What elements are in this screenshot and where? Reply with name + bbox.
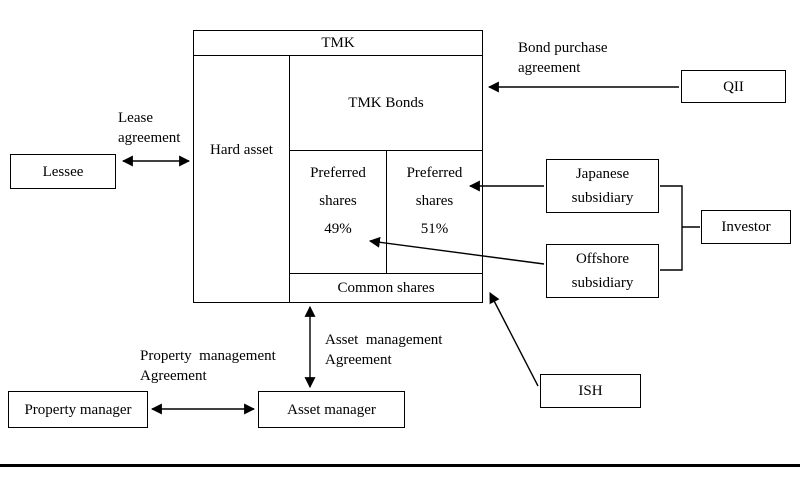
investor-label: Investor <box>721 219 771 235</box>
asset-manager-label: Asset manager <box>287 401 376 418</box>
japanese-subsidiary-box: Japanese subsidiary <box>546 159 659 213</box>
preferred-shares-49-cell: Preferred shares 49% <box>290 151 387 273</box>
tmk-title: TMK <box>194 31 482 56</box>
ish-arrow <box>489 292 539 387</box>
investor-box: Investor <box>701 210 791 244</box>
offshore-subsidiary-box: Offshore subsidiary <box>546 244 659 298</box>
bond-purchase-agreement-label: Bond purchase agreement <box>518 40 608 76</box>
asset-manager-box: Asset manager <box>258 391 405 428</box>
lessee-label: Lessee <box>42 163 84 180</box>
lease-agreement-label: Lease agreement <box>118 110 181 146</box>
ish-label: ISH <box>578 383 603 399</box>
ish-box: ISH <box>540 374 641 408</box>
japanese-subsidiary-label: Japanese subsidiary <box>571 166 634 206</box>
tmk-box: TMK Hard asset TMK Bonds Preferred share… <box>193 30 483 303</box>
qii-label: QII <box>723 78 744 95</box>
hard-asset-cell: Hard asset <box>194 56 290 302</box>
property-manager-box: Property manager <box>8 391 148 428</box>
property-management-agreement-label: Property management Agreement <box>140 348 276 384</box>
qii-box: QII <box>681 70 786 103</box>
common-shares-cell: Common shares <box>290 273 482 302</box>
property-manager-label: Property manager <box>24 401 132 418</box>
bottom-rule <box>0 464 800 467</box>
preferred-shares-51-cell: Preferred shares 51% <box>406 165 463 237</box>
tmk-bonds-cell: TMK Bonds <box>290 56 482 151</box>
lessee-box: Lessee <box>10 154 116 189</box>
asset-management-agreement-label: Asset management Agreement <box>325 332 443 368</box>
investor-bracket-connector <box>660 185 683 271</box>
offshore-subsidiary-label: Offshore subsidiary <box>571 251 634 291</box>
